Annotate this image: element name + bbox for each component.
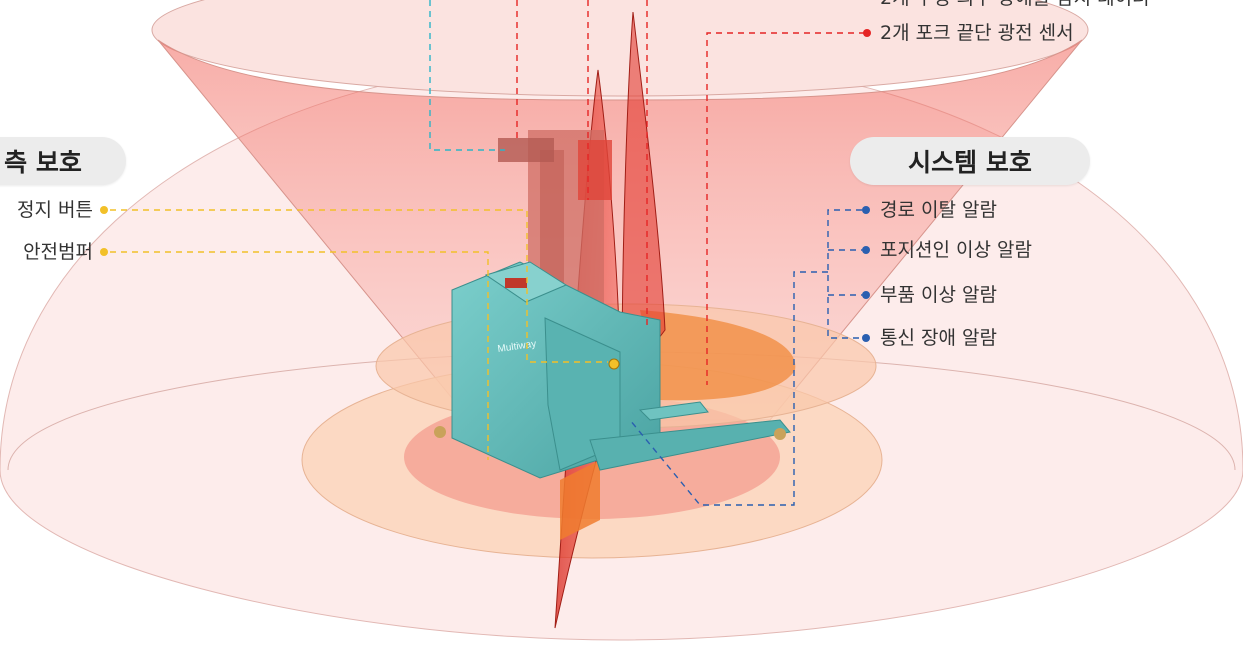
dot-path-deviation bbox=[862, 206, 870, 214]
wheel-right bbox=[774, 428, 786, 440]
stop-button-label: 정지 버튼 bbox=[17, 199, 93, 221]
fork-left bbox=[589, 419, 791, 471]
vehicle-front-panel bbox=[544, 317, 621, 471]
radar-label-partial: 2개 수평 의무 장애물 탐지 레이더 bbox=[880, 0, 1150, 10]
mast-head bbox=[498, 138, 554, 162]
mast-plate bbox=[578, 140, 612, 200]
blade-side-fill bbox=[560, 460, 600, 540]
bumper-label: 안전범퍼 bbox=[23, 241, 93, 263]
leader-system-bracket bbox=[629, 209, 862, 506]
dot-comm-failure bbox=[862, 334, 870, 342]
leader-cyan bbox=[429, 0, 505, 151]
comm-failure-label: 통신 장애 알람 bbox=[880, 327, 997, 349]
dot-stop-button bbox=[100, 206, 108, 214]
system-protection-title-text: 시스템 보호 bbox=[908, 148, 1032, 177]
leader-stop-button bbox=[110, 209, 608, 363]
fork-right bbox=[638, 401, 709, 421]
dot-position-abnormal bbox=[862, 246, 870, 254]
leader-lines bbox=[110, 0, 865, 506]
fork-sensor-label: 2개 포크 끝단 광전 센서 bbox=[880, 22, 1074, 44]
wheel-left bbox=[434, 426, 446, 438]
upper-cone-rim bbox=[151, 0, 1089, 97]
emergency-stop-button bbox=[608, 358, 620, 370]
left-section-title-text: 측 보호 bbox=[4, 148, 82, 177]
dot-bumper bbox=[100, 248, 108, 256]
vehicle-display bbox=[505, 278, 527, 288]
parts-abnormal-label: 부품 이상 알람 bbox=[880, 284, 997, 306]
leader-bumper bbox=[110, 251, 489, 460]
path-deviation-label: 경로 이탈 알람 bbox=[880, 199, 997, 221]
vehicle-brand: Multiway bbox=[497, 339, 537, 355]
position-abnormal-label: 포지션인 이상 알람 bbox=[880, 239, 1032, 261]
dot-fork-sensor bbox=[863, 29, 871, 37]
dot-parts-abnormal bbox=[862, 291, 870, 299]
rear-zone-highlight bbox=[640, 310, 796, 401]
left-section-title: 측 보호 bbox=[0, 137, 126, 185]
system-protection-title: 시스템 보호 bbox=[850, 137, 1090, 185]
leader-fork-sensor bbox=[706, 32, 865, 385]
